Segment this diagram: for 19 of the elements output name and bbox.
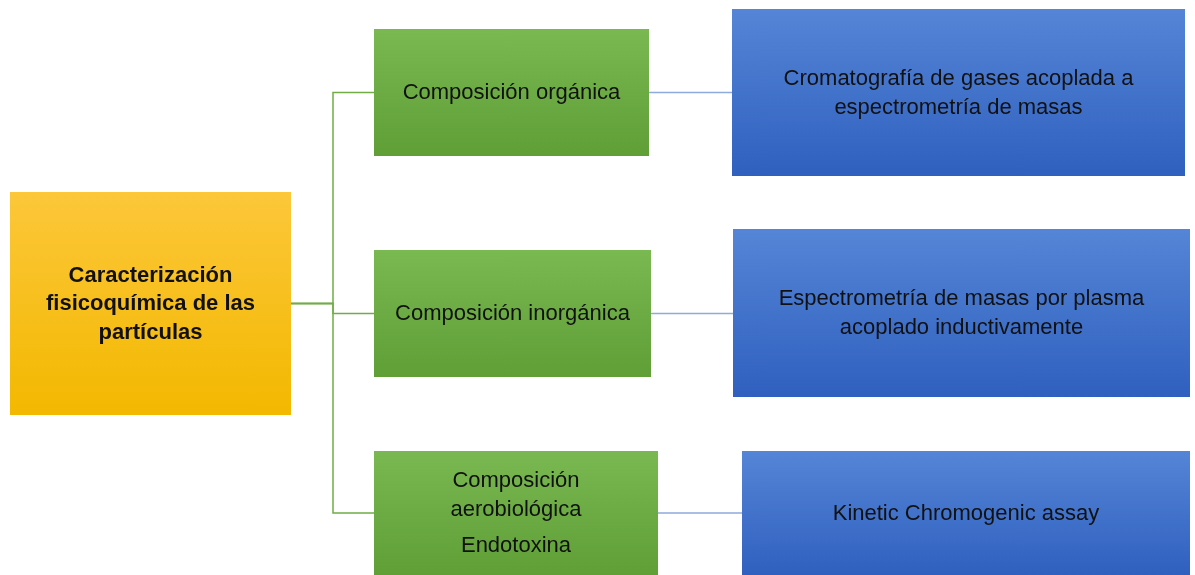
category-box — [374, 451, 658, 575]
node-label: Composición orgánica — [402, 78, 621, 107]
node-label: Caracterización fisicoquímica de las partículas — [44, 260, 257, 346]
method-box — [732, 9, 1185, 176]
node-label: Endotoxina — [460, 531, 572, 560]
node-label: Espectrometría de masas por plasma acoplado inductivamente — [777, 284, 1146, 341]
node-label: Composición inorgánica — [395, 299, 630, 328]
connector-line — [650, 312, 734, 315]
connector-line — [657, 512, 743, 514]
node-label: Composición aerobiológica — [449, 466, 583, 523]
category-box — [374, 29, 649, 156]
root-box — [10, 192, 291, 415]
connector-line — [648, 91, 733, 94]
node-label: Kinetic Chromogenic assay — [832, 498, 1100, 527]
method-box — [733, 229, 1190, 397]
category-box — [374, 250, 651, 377]
node-label: Cromatografía de gases acoplada a espectrometría de masas — [782, 63, 1135, 121]
method-box — [742, 451, 1190, 575]
connector-line — [290, 302, 375, 514]
